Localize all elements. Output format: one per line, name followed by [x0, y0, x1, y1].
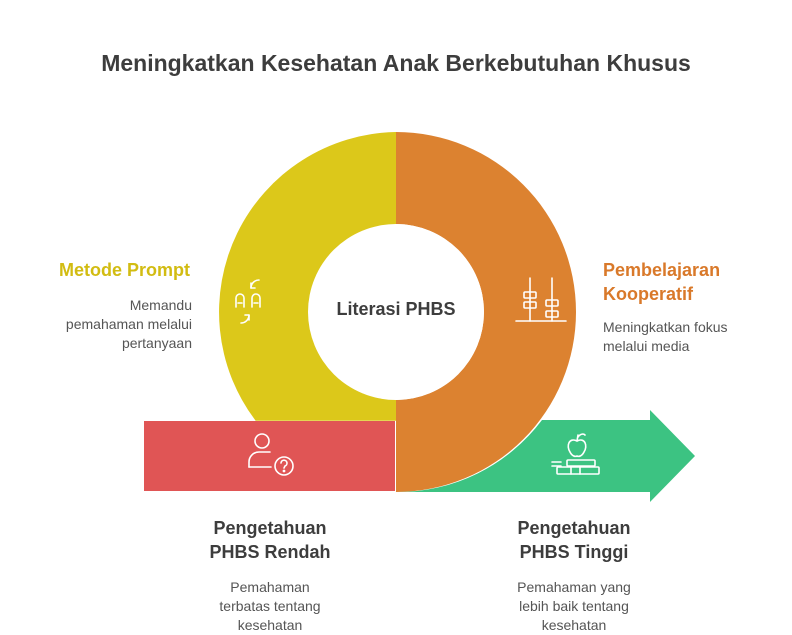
apple-books-icon [551, 433, 600, 475]
arrows-hands-icon [235, 279, 261, 324]
rendah-desc-line: Pemahaman [230, 579, 310, 595]
diagram-title: Meningkatkan Kesehatan Anak Berkebutuhan… [101, 50, 691, 76]
kooperatif-desc-line: Meningkatkan fokus [603, 319, 728, 335]
prompt-desc-line: Memandu [129, 297, 192, 313]
ring-right-segment [396, 132, 576, 492]
progress-arrow [396, 410, 695, 502]
tinggi-desc-line: Pemahaman yang [517, 579, 631, 595]
prompt-desc: Memandu pemahaman melalui pertanyaan [66, 296, 192, 353]
rendah-desc: Pemahaman terbatas tentang kesehatan [170, 578, 370, 635]
kooperatif-title-line: Pembelajaran [603, 260, 721, 280]
kooperatif-desc: Meningkatkan fokus melalui media [603, 318, 728, 356]
abacus-icon [515, 277, 567, 322]
kooperatif-title-line: Kooperatif [603, 284, 693, 304]
rendah-title-line: PHBS Rendah [209, 542, 331, 562]
rendah-title-line: Pengetahuan [213, 518, 327, 538]
person-question-icon [248, 433, 294, 476]
prompt-desc-line: pemahaman melalui [65, 316, 192, 332]
tinggi-desc-line: kesehatan [541, 617, 607, 633]
rendah-desc-line: terbatas tentang [219, 598, 321, 614]
tinggi-title: Pengetahuan PHBS Tinggi [474, 516, 674, 564]
tinggi-desc-line: lebih baik tentang [519, 598, 629, 614]
tinggi-title-line: PHBS Tinggi [519, 542, 629, 562]
low-knowledge-bar [144, 421, 395, 491]
tinggi-title-line: Pengetahuan [517, 518, 631, 538]
center-label: Literasi PHBS [336, 299, 456, 319]
tinggi-desc: Pemahaman yang lebih baik tentang keseha… [474, 578, 674, 635]
rendah-title: Pengetahuan PHBS Rendah [170, 516, 370, 564]
prompt-desc-line: pertanyaan [121, 335, 192, 351]
kooperatif-desc-line: melalui media [603, 338, 690, 354]
ring-center [308, 224, 484, 400]
kooperatif-title: Pembelajaran Kooperatif [603, 258, 720, 306]
prompt-title: Metode Prompt [58, 260, 190, 280]
rendah-desc-line: kesehatan [237, 617, 303, 633]
